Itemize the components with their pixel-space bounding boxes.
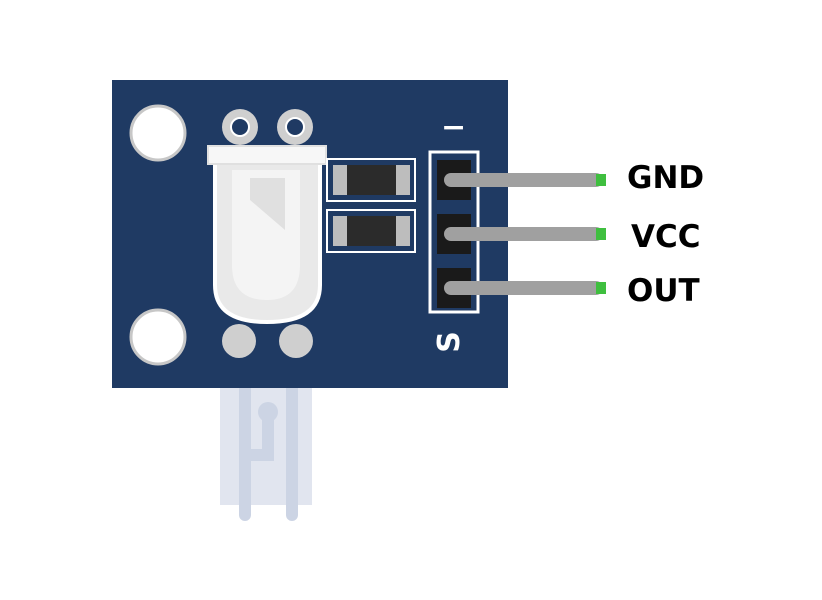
pin-label-vcc: VCC	[631, 219, 701, 255]
ir-receiver	[207, 145, 327, 325]
smd-resistor-bottom	[326, 209, 416, 253]
receiver-leads	[220, 382, 312, 521]
mounting-hole-top	[129, 104, 187, 162]
receiver-pad-inner	[230, 117, 250, 137]
receiver-pad-inner	[285, 117, 305, 137]
pin-vcc	[444, 227, 606, 241]
pin-out	[444, 281, 606, 295]
pin-gnd	[444, 173, 606, 187]
signal-marking: S	[431, 331, 467, 353]
receiver-bottom-pad	[279, 324, 313, 358]
pin-label-gnd: GND	[627, 160, 705, 196]
receiver-bottom-pad	[222, 324, 256, 358]
smd-resistor-top	[326, 158, 416, 202]
pin-label-out: OUT	[627, 273, 700, 309]
minus-marking: −	[441, 110, 467, 145]
mounting-hole-bottom	[129, 308, 187, 366]
